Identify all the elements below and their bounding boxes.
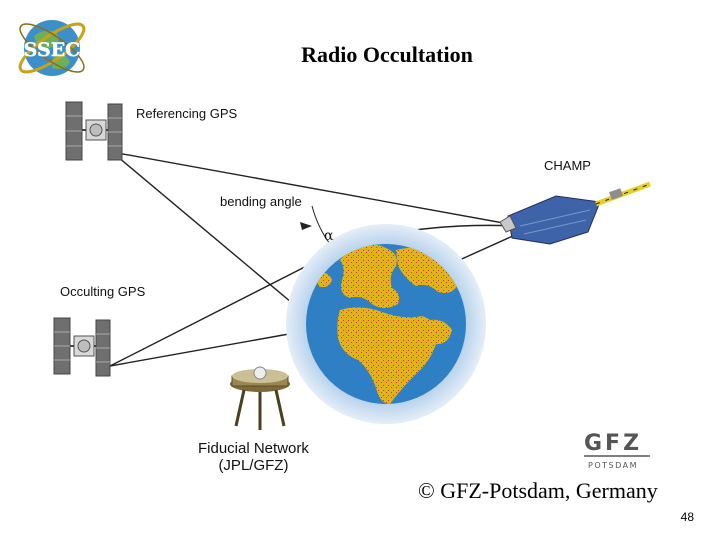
earth [286, 224, 486, 424]
gfz-logo-text: GFZ [584, 431, 642, 456]
champ-boom [595, 181, 651, 207]
alpha-symbol: α [324, 228, 334, 244]
ray-occulting-to-station [109, 331, 301, 367]
referencing-gps-satellite [65, 101, 123, 161]
fiducial-network-line2: (JPL/GFZ) [218, 457, 289, 474]
label-fiducial-network: Fiducial Network (JPL/GFZ) [198, 440, 309, 474]
ray-reference-to-earth [111, 151, 311, 319]
slide-title: Radio Occultation [301, 42, 473, 67]
ray-reference-to-champ [111, 151, 521, 227]
fiducial-network-line1: Fiducial Network [198, 440, 309, 457]
gfz-logo: GFZ POTSDAM [584, 431, 650, 470]
gfz-logo-subtext: POTSDAM [588, 461, 638, 470]
champ-satellite [499, 181, 651, 245]
copyright-notice: © GFZ-Potsdam, Germany [418, 478, 658, 503]
label-champ: CHAMP [544, 158, 591, 173]
ssec-logo-text: SSEC [24, 39, 81, 61]
bending-angle-arc [311, 205, 331, 245]
occulting-gps-satellite [53, 317, 111, 377]
ssec-logo: SSEC [18, 20, 86, 76]
page-number: 48 [680, 510, 694, 524]
bending-angle-arrow [300, 222, 312, 230]
label-occulting-gps: Occulting GPS [60, 284, 146, 299]
earth-land [318, 244, 458, 404]
label-bending-angle: bending angle [220, 194, 302, 209]
ground-station [230, 366, 290, 430]
label-referencing-gps: Referencing GPS [136, 106, 238, 121]
